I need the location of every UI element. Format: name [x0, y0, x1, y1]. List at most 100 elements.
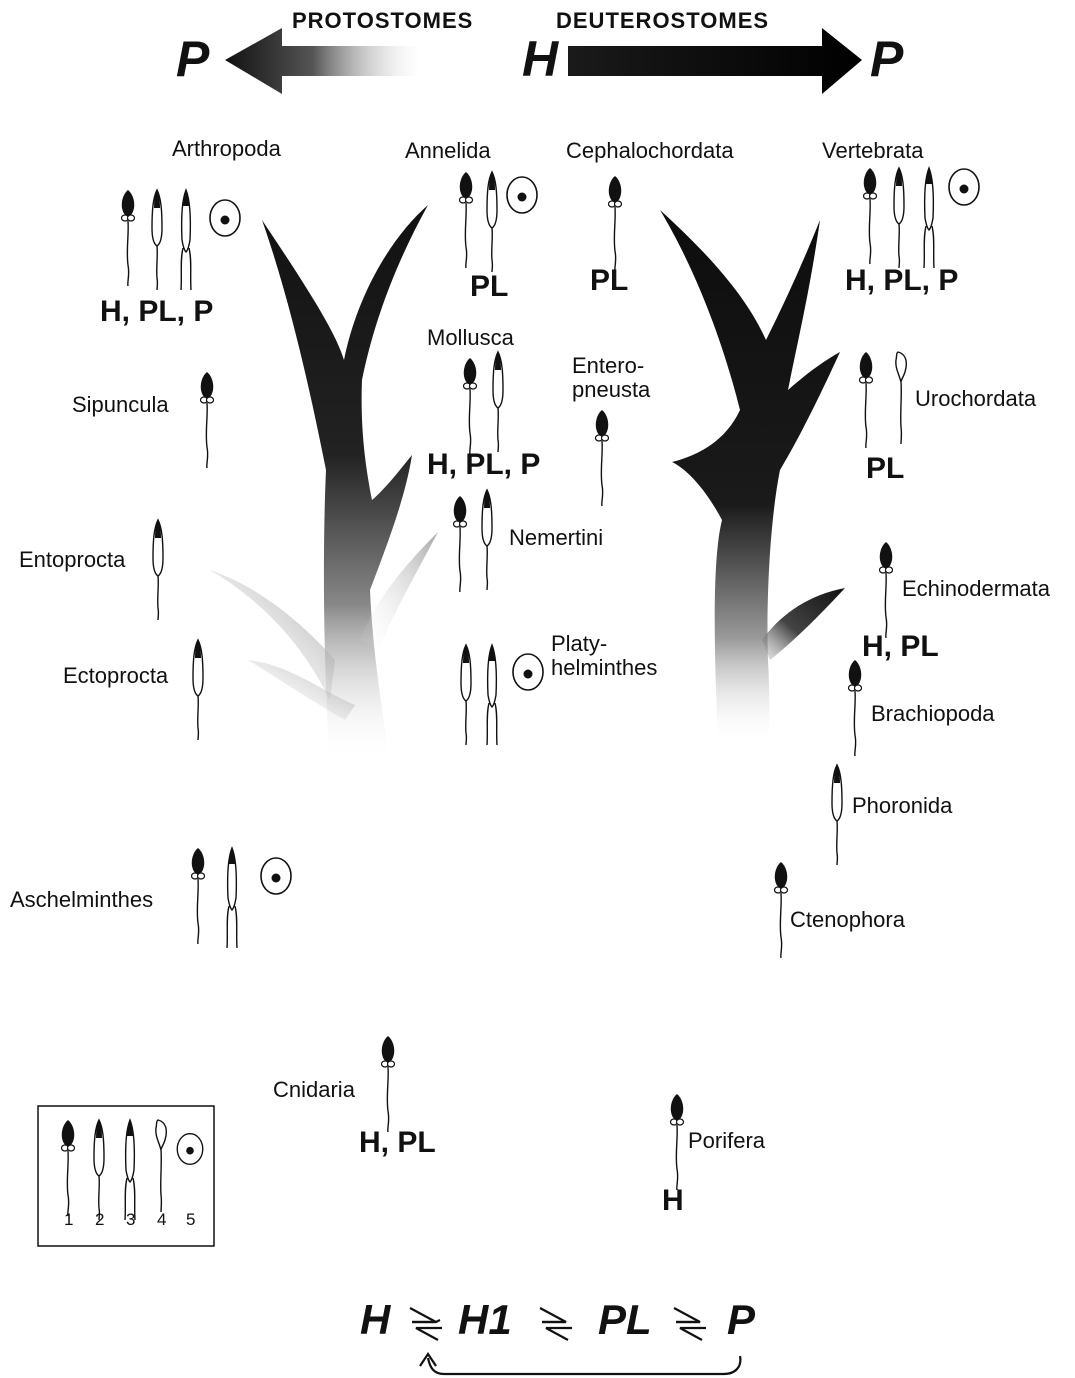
sperm-hooked-head-icon — [896, 352, 906, 444]
sperm-elongate-head-icon — [832, 765, 842, 865]
sperm-filiform-icon — [227, 848, 237, 948]
code-vertebrata: H, PL, P — [845, 264, 958, 298]
mollusca-sperm-icons — [464, 352, 504, 454]
taxon-cephalochordata: Cephalochordata — [566, 138, 734, 164]
legend-number-3: 3 — [126, 1210, 135, 1230]
sperm-elongate-head-icon — [894, 168, 904, 268]
protostomes-label: PROTOSTOMES — [292, 8, 473, 34]
sperm-elongate-head-icon — [193, 640, 203, 740]
sperm-round-head-icon — [464, 358, 477, 454]
taxon-entoprocta: Entoprocta — [19, 547, 125, 573]
sperm-round-head-icon — [460, 172, 473, 268]
taxon-phoronida: Phoronida — [852, 793, 952, 819]
taxon-arthropoda: Arthropoda — [172, 136, 281, 162]
enteropneusta-sperm-icons — [596, 410, 609, 506]
protostome-arrow — [225, 28, 420, 94]
taxon-urochordata: Urochordata — [915, 386, 1036, 412]
entoprocta-sperm-icons — [153, 520, 163, 620]
sperm-filiform-icon — [181, 190, 191, 290]
aflagellate-sperm-icon — [513, 654, 543, 690]
equation-h1: H1 — [458, 1296, 512, 1344]
sperm-round-head-icon — [880, 542, 893, 638]
protostome-tree — [210, 205, 438, 760]
legend-number-1: 1 — [64, 1210, 73, 1230]
equation-h: H — [360, 1296, 390, 1344]
sperm-round-head-icon — [775, 862, 788, 958]
code-cephalochordata: PL — [590, 264, 628, 298]
cnidaria-sperm-icons — [382, 1036, 395, 1132]
taxon-echinodermata: Echinodermata — [902, 576, 1050, 602]
code-urochordata: PL — [866, 452, 904, 486]
code-porifera: H — [662, 1184, 684, 1218]
taxon-ctenophora: Ctenophora — [790, 907, 905, 933]
code-echinodermata: H, PL — [862, 630, 939, 664]
sperm-round-head-icon — [596, 410, 609, 506]
sperm-elongate-head-icon — [487, 172, 497, 272]
sperm-round-head-icon — [609, 176, 622, 272]
legend-aflagellate-sperm-icon — [177, 1134, 203, 1165]
sperm-filiform-icon — [924, 168, 934, 268]
aflagellate-sperm-icon — [261, 858, 291, 894]
deuterostome-end-p: P — [870, 30, 903, 88]
aflagellate-sperm-icon — [949, 169, 979, 205]
code-cnidaria: H, PL — [359, 1126, 436, 1160]
equation-p: P — [727, 1296, 755, 1344]
taxon-mollusca: Mollusca — [427, 325, 514, 351]
sperm-elongate-head-icon — [152, 190, 162, 290]
sperm-elongate-head-icon — [153, 520, 163, 620]
deuterostome-arrow — [568, 28, 862, 94]
taxon-annelida: Annelida — [405, 138, 491, 164]
cephalochordata-sperm-icons — [609, 176, 622, 272]
phoronida-sperm-icons — [832, 765, 842, 865]
taxon-ectoprocta: Ectoprocta — [63, 663, 168, 689]
ctenophora-sperm-icons — [775, 862, 788, 958]
taxon-vertebrata: Vertebrata — [822, 138, 924, 164]
brachiopoda-sperm-icons — [849, 660, 862, 756]
center-h: H — [522, 30, 558, 88]
protostome-end-p: P — [176, 30, 209, 88]
code-annelida: PL — [470, 270, 508, 304]
sperm-round-head-icon — [860, 352, 873, 448]
taxon-cnidaria: Cnidaria — [273, 1077, 355, 1103]
ectoprocta-sperm-icons — [193, 640, 203, 740]
sipuncula-sperm-icons — [201, 372, 214, 468]
platyhelminthes-sperm-icons — [461, 645, 543, 745]
taxon-porifera: Porifera — [688, 1128, 765, 1154]
vertebrata-sperm-icons — [864, 168, 980, 268]
sperm-round-head-icon — [192, 848, 205, 944]
sperm-elongate-head-icon — [482, 490, 492, 590]
sperm-elongate-head-icon — [461, 645, 471, 745]
deuterostome-tree — [660, 210, 845, 745]
aflagellate-sperm-icon — [507, 177, 537, 213]
sperm-round-head-icon — [122, 190, 135, 286]
code-mollusca: H, PL, P — [427, 448, 540, 482]
aflagellate-sperm-icon — [210, 200, 240, 236]
urochordata-sperm-icons — [860, 352, 907, 448]
taxon-nemertini: Nemertini — [509, 525, 603, 551]
echinodermata-sperm-icons — [880, 542, 893, 638]
sperm-round-head-icon — [201, 372, 214, 468]
sperm-round-head-icon — [849, 660, 862, 756]
sperm-elongate-head-icon — [493, 352, 503, 452]
annelida-sperm-icons — [460, 172, 538, 272]
aschelminthes-sperm-icons — [192, 848, 292, 948]
taxon-aschelminthes: Aschelminthes — [10, 887, 153, 913]
taxon-brachiopoda: Brachiopoda — [871, 701, 995, 727]
sperm-round-head-icon — [454, 496, 467, 592]
sperm-round-head-icon — [671, 1094, 684, 1190]
nemertini-sperm-icons — [454, 490, 493, 592]
sperm-round-head-icon — [382, 1036, 395, 1132]
taxon-enteropneusta: Entero- pneusta — [572, 354, 650, 402]
porifera-sperm-icons — [671, 1094, 684, 1190]
sperm-round-head-icon — [864, 168, 877, 264]
sperm-filiform-icon — [487, 645, 497, 745]
equation-pl: PL — [598, 1296, 652, 1344]
legend-number-2: 2 — [95, 1210, 104, 1230]
code-arthropoda: H, PL, P — [100, 295, 213, 329]
taxon-platyhelminthes: Platy- helminthes — [551, 632, 657, 680]
arthropoda-sperm-icons — [122, 190, 241, 290]
legend-number-5: 5 — [186, 1210, 195, 1230]
legend-number-4: 4 — [157, 1210, 166, 1230]
taxon-sipuncula: Sipuncula — [72, 392, 169, 418]
deuterostomes-label: DEUTEROSTOMES — [556, 8, 769, 34]
